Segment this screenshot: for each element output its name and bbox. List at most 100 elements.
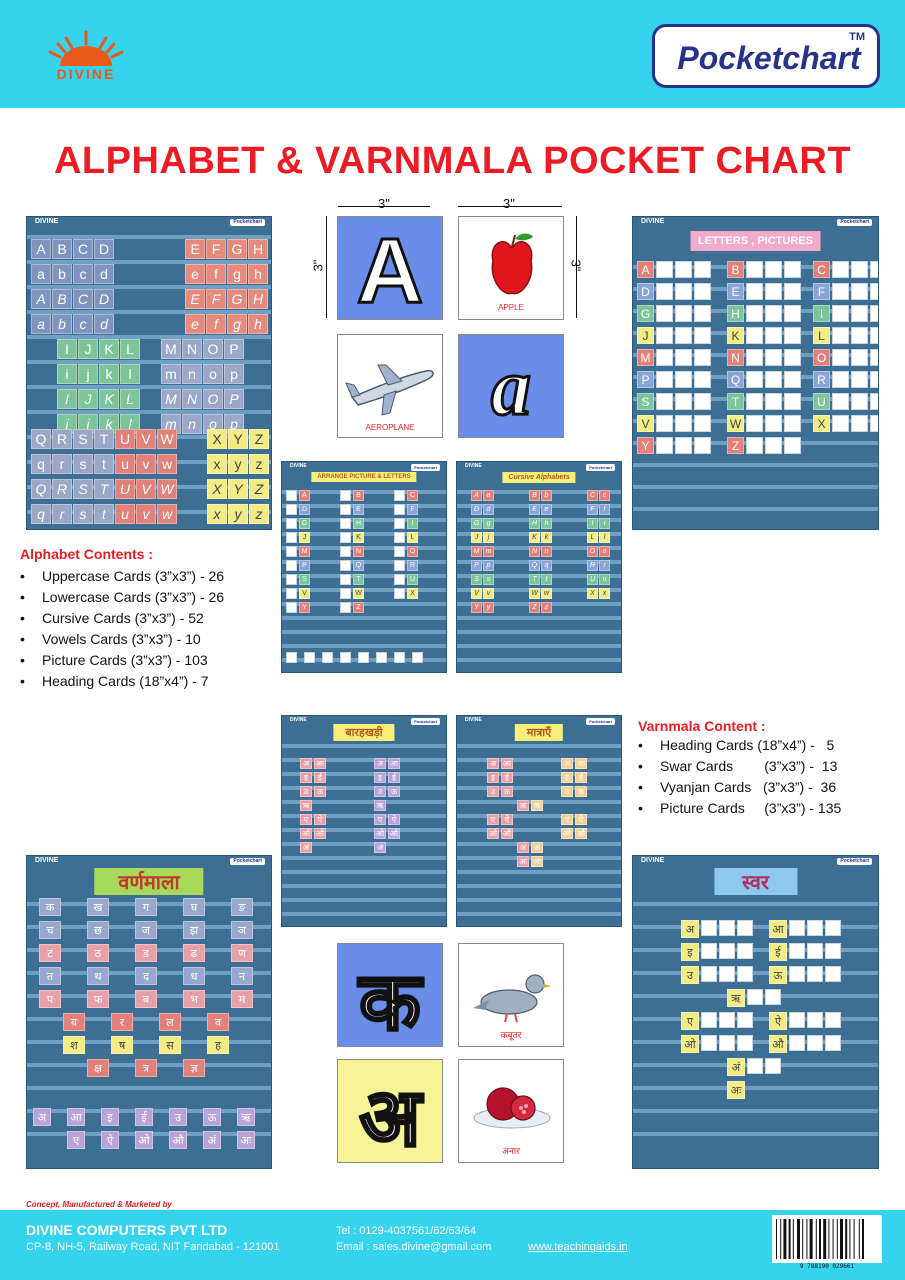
picture-card [825,920,841,936]
picture-card [851,305,868,322]
letter-card: F [813,283,830,300]
letter-card: न [231,967,253,985]
page-title: ALPHABET & VARNMALA POCKET CHART [53,140,852,182]
letter-card: ड [135,944,157,962]
picture-card [832,393,849,410]
letter-card: C [407,490,418,501]
letter-card: Z [249,479,269,499]
pocket-strip [282,560,446,564]
letter-card: l [599,532,610,543]
letter-card: छ [87,921,109,939]
letter-card: E [185,239,205,259]
barcode-bar [858,1219,860,1259]
letter-card: m [483,546,494,557]
letter-card: c [73,314,93,334]
letter-card: P [299,560,310,571]
letter-card: R [587,560,598,571]
letter-card: अः [237,1131,255,1149]
picture-card [656,415,673,432]
pocket-strip [633,1040,878,1044]
letter-card: ब [135,990,157,1008]
picture-card [825,1035,841,1051]
letter-card: ओ [681,1035,699,1053]
picture-card [746,305,763,322]
picture-card [765,305,782,322]
picture-card [394,560,405,571]
letter-card: भ [183,990,205,1008]
picture-card [851,327,868,344]
picture-card [784,415,801,432]
letter-card: n [541,546,552,557]
letter-card: X [587,588,598,599]
pocket-strip [27,335,271,339]
letter-card: B [529,490,540,501]
height-dimension-label: 3" [568,259,584,272]
picture-card [851,371,868,388]
picture-card [286,652,297,663]
panel-heading: मात्राएँ [514,724,564,741]
letter-card: a [31,314,51,334]
letter-card: ख [87,898,109,916]
pocket-strip [633,1132,878,1136]
letter-card: k [99,364,119,384]
pocket-strip [633,485,878,489]
letter-card: अः [517,856,529,867]
letter-card: F [206,289,226,309]
picture-card [851,349,868,366]
picture-card [286,518,297,529]
letter-card: f [206,264,226,284]
website-link[interactable]: www.teachingaids.in [528,1241,628,1253]
letter-card: R [52,479,72,499]
picture-card [765,327,782,344]
picture-card [340,574,351,585]
letter-card: C [587,490,598,501]
letter-card: J [471,532,482,543]
uppercase-letter: A [355,219,424,324]
picture-card [701,1012,717,1028]
letter-card: e [541,504,552,515]
letter-card: अः [727,1081,745,1099]
picture-card [286,574,297,585]
letter-card: प [39,990,61,1008]
letter-card: u [115,454,135,474]
barcode-bar [788,1219,791,1259]
letter-card: D [94,289,114,309]
picture-card [304,652,315,663]
letter-card: H [248,289,268,309]
letter-card: k [541,532,552,543]
letter-card: Q [31,479,51,499]
letter-card: W [157,429,177,449]
picture-card [746,393,763,410]
letter-card: ऊ [575,786,587,797]
letter-card: R [813,371,830,388]
letter-card: औ [575,828,587,839]
panel-heading: वर्णमाला [94,868,204,895]
picture-card [765,989,781,1005]
letter-card: त [39,967,61,985]
letter-card: M [161,339,181,359]
letter-card: e [185,314,205,334]
picture-card [825,943,841,959]
letter-card: w [541,588,552,599]
letter-card: d [94,264,114,284]
pocket-strip [457,616,621,620]
letter-card: आ [575,758,587,769]
letter-card: ज [135,921,157,939]
pocket-strip [282,518,446,522]
picture-card [825,966,841,982]
picture-card [784,305,801,322]
letter-card: C [813,261,830,278]
apple-icon [491,233,533,295]
letter-card: C [73,289,93,309]
letter-card: U [115,429,135,449]
pocket-strip [457,644,621,648]
letter-card: ऋ [300,800,312,811]
letter-card: i [599,518,610,529]
anar-caption: अनार [502,1146,520,1156]
picture-card [694,371,711,388]
letter-card: औ [169,1131,187,1149]
pocket-strip [27,310,271,314]
barcode-digits: 9 788190 029661 [799,1263,855,1270]
picture-card [675,437,692,454]
